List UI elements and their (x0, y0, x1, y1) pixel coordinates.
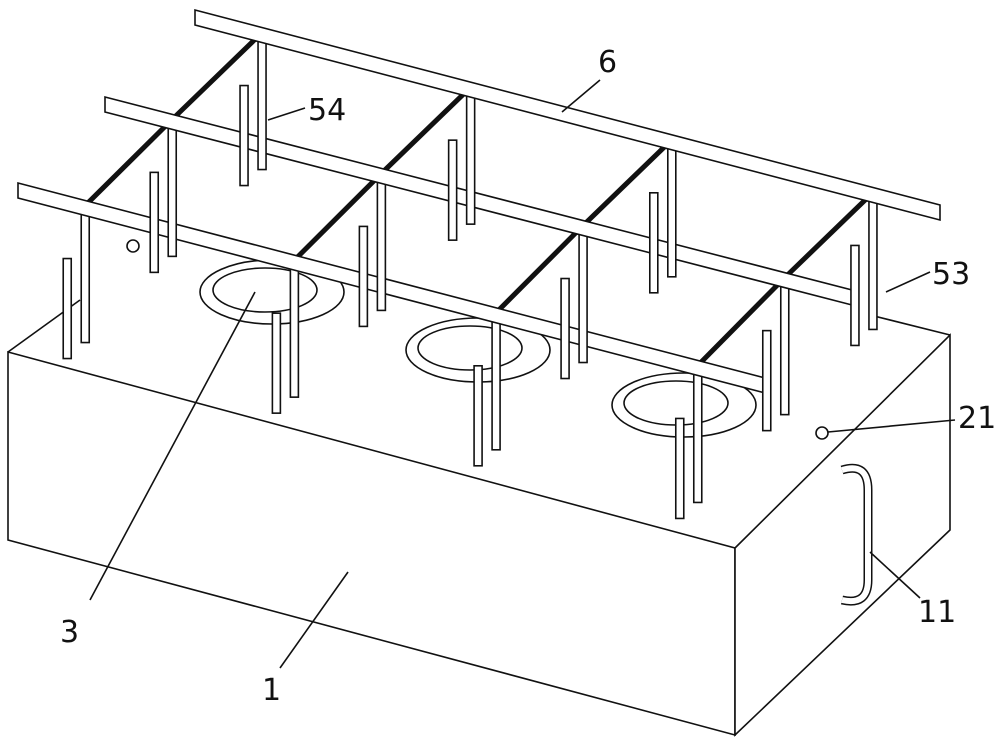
cross-member (695, 275, 787, 368)
post (465, 93, 476, 225)
guide-plate (648, 192, 659, 294)
post (376, 179, 387, 312)
post (779, 283, 790, 416)
label-54: 54 (308, 93, 346, 128)
guide-plate (239, 84, 249, 187)
post (491, 318, 501, 451)
guide-plate (761, 329, 772, 432)
frame (17, 8, 941, 520)
handle-11-fill (841, 465, 871, 604)
label-53: 53 (932, 257, 970, 292)
label-11: 11 (918, 595, 956, 630)
post (666, 146, 677, 278)
guide-plate (149, 171, 160, 274)
leader-6 (561, 79, 601, 113)
top-back-edge (869, 314, 951, 336)
guide-plate (560, 277, 570, 380)
guide-plate (62, 257, 73, 360)
post (257, 38, 267, 171)
rings (199, 259, 757, 438)
cross-member (783, 190, 875, 280)
guide-plate (271, 312, 282, 414)
right-face (734, 333, 951, 737)
label-6: 6 (598, 45, 617, 80)
cross-member (292, 171, 384, 262)
cross-member (494, 223, 585, 315)
label-1: 1 (262, 673, 281, 708)
label-3: 3 (60, 615, 79, 650)
leader-21 (827, 419, 956, 433)
cross-member (581, 138, 674, 228)
guide-plate (447, 139, 458, 241)
post (868, 198, 878, 331)
ring-1-inner (212, 267, 318, 313)
leader-lines (89, 79, 956, 669)
guide-plate (674, 417, 685, 520)
cross-member (83, 117, 174, 208)
tank-body (7, 299, 951, 737)
cross-member (379, 85, 473, 176)
post (289, 266, 300, 398)
ring-2-inner (417, 325, 523, 371)
cross-member (170, 30, 264, 122)
label-21: 21 (958, 401, 996, 436)
port-left (126, 239, 140, 253)
post (692, 371, 703, 504)
post (80, 211, 91, 344)
guide-plate (473, 364, 483, 467)
leader-53 (885, 271, 931, 293)
leader-1 (279, 571, 349, 669)
leader-54 (267, 107, 306, 121)
guide-plate (358, 225, 369, 328)
leader-11 (869, 551, 921, 599)
post (167, 125, 178, 258)
crossbar-1 (194, 8, 941, 222)
leader-3 (89, 291, 256, 601)
post (578, 231, 588, 364)
guide-plate (850, 244, 860, 347)
port-21 (815, 426, 829, 440)
